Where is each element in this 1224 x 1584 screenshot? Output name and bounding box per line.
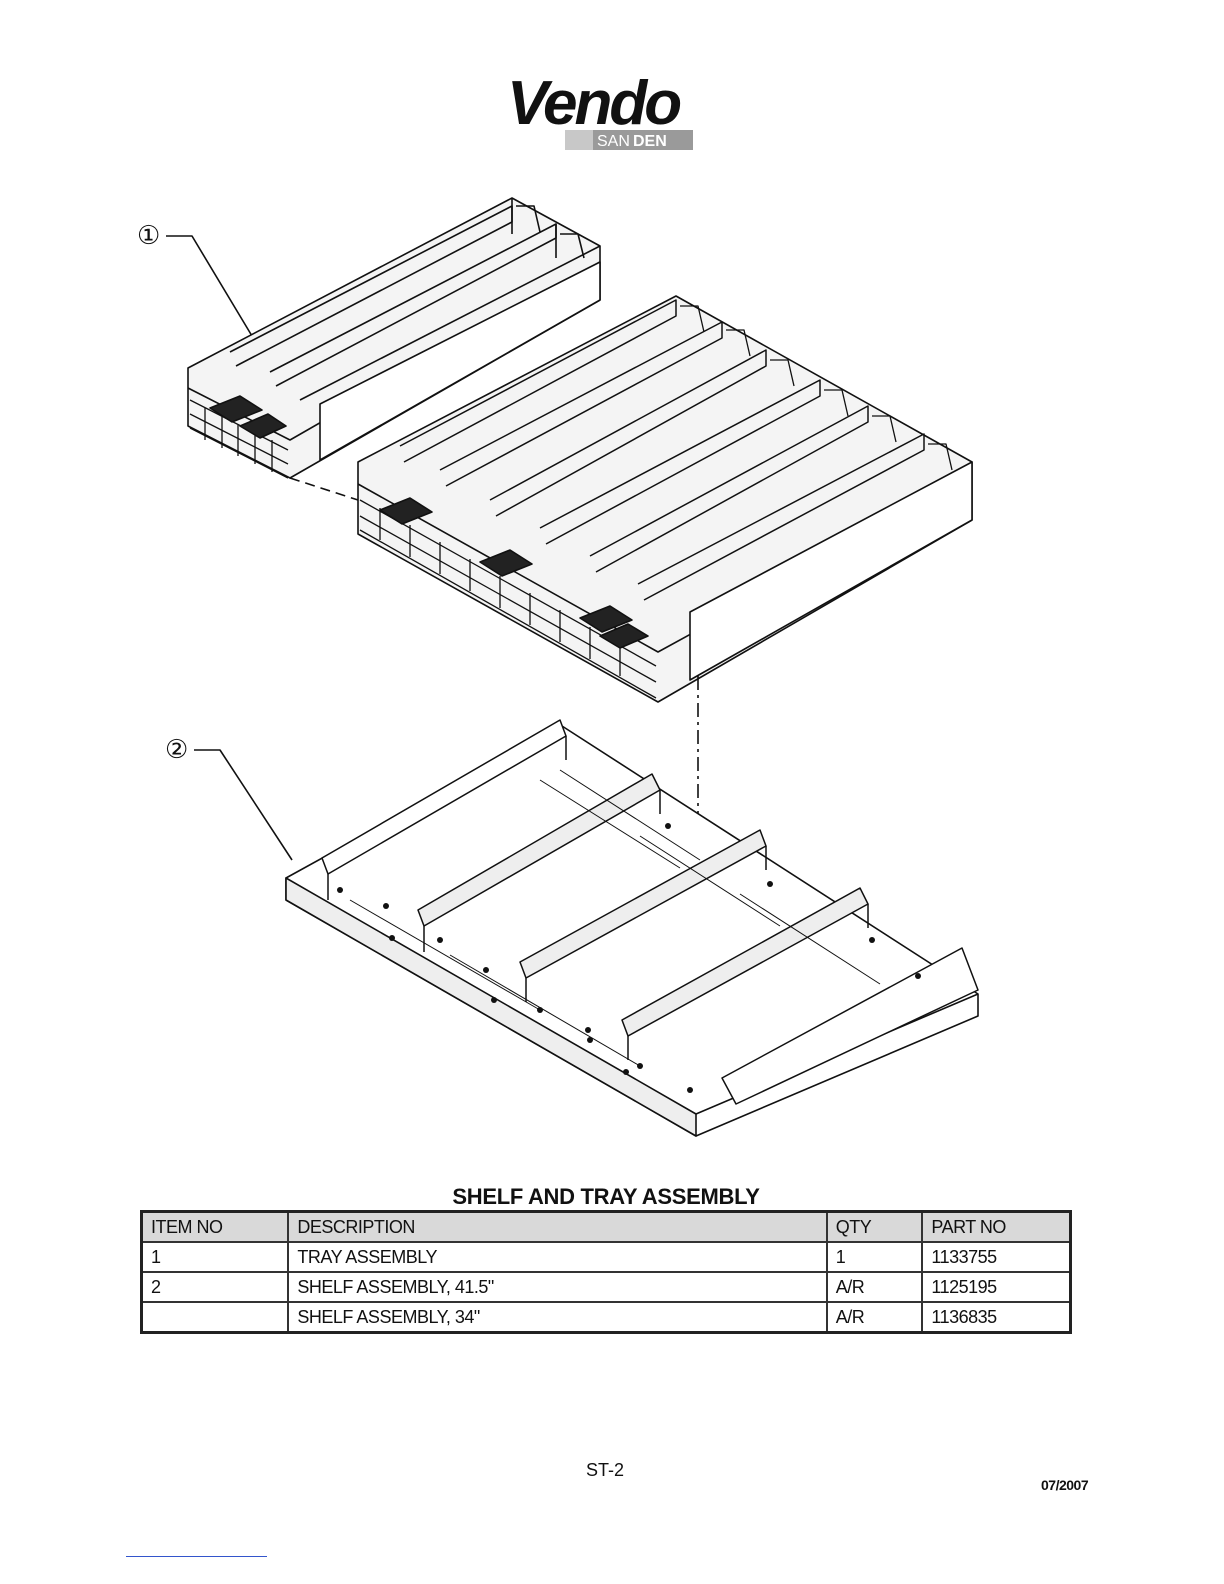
parts-table: ITEM NO DESCRIPTION QTY PART NO 1 TRAY A… — [140, 1210, 1072, 1334]
cell-qty: A/R — [827, 1302, 923, 1333]
document-date: 07/2007 — [1041, 1477, 1088, 1493]
header-item-no: ITEM NO — [142, 1212, 289, 1243]
table-row: 1 TRAY ASSEMBLY 1 1133755 — [142, 1242, 1071, 1272]
vendo-logo: Vendo SAN DEN — [505, 62, 710, 158]
cell-part-no: 1136835 — [922, 1302, 1070, 1333]
cell-qty: 1 — [827, 1242, 923, 1272]
shelf-assembly — [286, 720, 978, 1136]
table-title: SHELF AND TRAY ASSEMBLY — [0, 1184, 1212, 1210]
cell-item-no: 2 — [142, 1272, 289, 1302]
logo-sub-right: DEN — [633, 133, 667, 150]
cell-item-no: 1 — [142, 1242, 289, 1272]
exploded-assembly-drawing — [120, 190, 1020, 1150]
leader-line-2 — [194, 750, 292, 860]
leader-line-1 — [166, 236, 252, 336]
cell-description: SHELF ASSEMBLY, 34" — [288, 1302, 826, 1333]
logo-brand-text: Vendo — [507, 69, 680, 138]
table-row: 2 SHELF ASSEMBLY, 41.5" A/R 1125195 — [142, 1272, 1071, 1302]
cell-part-no: 1133755 — [922, 1242, 1070, 1272]
header-qty: QTY — [827, 1212, 923, 1243]
logo-sub-left: SAN — [597, 133, 630, 150]
cell-item-no — [142, 1302, 289, 1333]
table-header-row: ITEM NO DESCRIPTION QTY PART NO — [142, 1212, 1071, 1243]
header-part-no: PART NO — [922, 1212, 1070, 1243]
tray-assembly — [188, 198, 972, 702]
alignment-line-1 — [290, 478, 358, 500]
logo-sub-mark — [565, 130, 593, 150]
header-description: DESCRIPTION — [288, 1212, 826, 1243]
table-row: SHELF ASSEMBLY, 34" A/R 1136835 — [142, 1302, 1071, 1333]
cell-part-no: 1125195 — [922, 1272, 1070, 1302]
cell-qty: A/R — [827, 1272, 923, 1302]
cell-description: TRAY ASSEMBLY — [288, 1242, 826, 1272]
page-number: ST-2 — [586, 1460, 624, 1481]
footer-rule — [126, 1556, 267, 1557]
cell-description: SHELF ASSEMBLY, 41.5" — [288, 1272, 826, 1302]
